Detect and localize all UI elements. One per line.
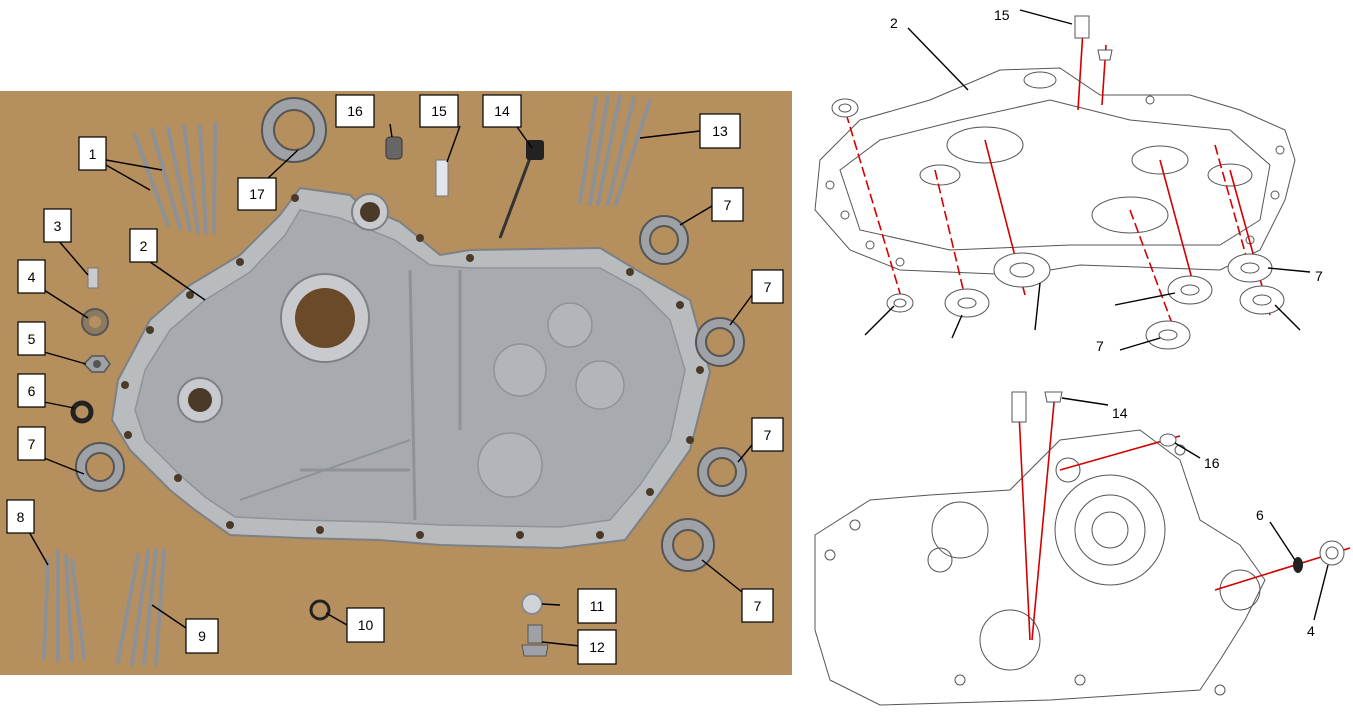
callout-15: 15 [419, 94, 459, 128]
top-dipstick-cap [1097, 49, 1113, 61]
crankcase-outline-bottom [814, 429, 1266, 706]
callout-7-mid-right: 7 [751, 269, 784, 304]
crankcase-outline-top [814, 67, 1296, 276]
part-4-seal [81, 308, 109, 336]
callout-17: 17 [237, 177, 277, 211]
bolt-set-13 [578, 94, 652, 206]
part-6-oring [70, 400, 94, 424]
part-5-nut [82, 355, 111, 373]
svg-text:7: 7 [28, 436, 36, 452]
photo-leader-lines [27, 123, 753, 647]
photo-callouts: 1 2 3 4 5 6 7 7 7 7 7 8 9 10 11 12 13 14… [6, 94, 784, 665]
callout-7-top-right: 7 [711, 187, 744, 222]
bottom-exploded-drawing: 14 16 6 4 [814, 391, 1351, 706]
callout-4: 4 [17, 259, 46, 294]
bolt-set-8 [42, 550, 86, 662]
top-drawing-leaders [864, 9, 1311, 351]
top-part-15 [1074, 15, 1090, 39]
parts-photo: 1 2 3 4 5 6 7 7 7 7 7 8 9 10 11 12 13 14… [0, 91, 792, 675]
svg-text:16: 16 [347, 103, 363, 119]
bottom-dipstick-cap [1044, 391, 1063, 403]
bottom-label-4: 4 [1307, 623, 1315, 639]
svg-text:7: 7 [724, 197, 732, 213]
bearing-7-b [695, 317, 745, 367]
top-label-15: 15 [994, 7, 1010, 23]
bottom-label-6: 6 [1256, 507, 1264, 523]
bearing-7-d [661, 518, 715, 572]
svg-text:2: 2 [140, 238, 148, 254]
callout-7-lower-right: 7 [751, 417, 784, 452]
part-12-drain-bolt [521, 624, 549, 657]
top-label-2: 2 [890, 15, 898, 31]
svg-text:17: 17 [249, 186, 265, 202]
bottom-part-4 [1319, 540, 1345, 566]
top-guide-lines [841, 29, 1271, 346]
svg-text:8: 8 [17, 509, 25, 525]
svg-text:11: 11 [590, 598, 605, 614]
callout-12: 12 [577, 629, 617, 665]
callout-7-bottom-right: 7 [741, 588, 774, 623]
callout-8: 8 [6, 499, 35, 534]
bearing-17 [261, 97, 327, 163]
svg-text:7: 7 [764, 427, 772, 443]
part-11-washer [521, 593, 543, 615]
bottom-sleeve [1011, 391, 1027, 423]
svg-text:5: 5 [28, 331, 36, 347]
callout-7-left: 7 [17, 426, 46, 461]
callout-3: 3 [43, 208, 72, 243]
part-3-dowel [87, 267, 99, 289]
callout-10: 10 [346, 607, 385, 643]
callout-11: 11 [577, 588, 617, 624]
top-label-7-bottom: 7 [1096, 338, 1104, 354]
bolt-set-9 [116, 548, 166, 666]
top-label-7-right: 7 [1315, 268, 1323, 284]
bolt-set-1 [133, 122, 217, 234]
callout-6: 6 [17, 373, 46, 408]
svg-text:14: 14 [494, 103, 510, 119]
crankcase-half [110, 186, 712, 550]
svg-text:4: 4 [28, 269, 36, 285]
top-drawing-bolt-holes [825, 95, 1285, 267]
top-bearings [831, 98, 1285, 350]
bottom-part-16 [1159, 433, 1177, 447]
callout-14: 14 [482, 94, 522, 128]
bearing-7-e [75, 442, 125, 492]
callout-2: 2 [129, 228, 158, 263]
svg-text:9: 9 [198, 628, 206, 644]
svg-text:3: 3 [54, 218, 62, 234]
svg-text:6: 6 [28, 383, 36, 399]
bottom-drawing-bolt-holes [824, 444, 1226, 696]
part-10-oring [309, 599, 331, 621]
callout-5: 5 [17, 321, 46, 356]
svg-text:7: 7 [754, 598, 762, 614]
svg-text:10: 10 [358, 617, 374, 633]
top-exploded-drawing: 2 15 7 7 [814, 7, 1323, 354]
callout-16: 16 [335, 94, 375, 128]
svg-text:13: 13 [712, 123, 728, 139]
callout-1: 1 [78, 136, 107, 171]
callout-9: 9 [185, 618, 219, 654]
svg-text:7: 7 [764, 279, 772, 295]
callout-13: 13 [699, 113, 741, 149]
bearing-7-c [697, 447, 747, 497]
bottom-label-16: 16 [1204, 455, 1220, 471]
bottom-drawing-leaders [1061, 397, 1329, 621]
svg-text:15: 15 [431, 103, 447, 119]
bearing-7-a [639, 215, 689, 265]
svg-text:12: 12 [589, 639, 605, 655]
part-16-bushing [385, 136, 403, 160]
part-15-sleeve [435, 159, 449, 197]
bottom-label-14: 14 [1112, 405, 1128, 421]
bottom-part-6 [1293, 557, 1303, 573]
svg-text:1: 1 [89, 146, 97, 162]
